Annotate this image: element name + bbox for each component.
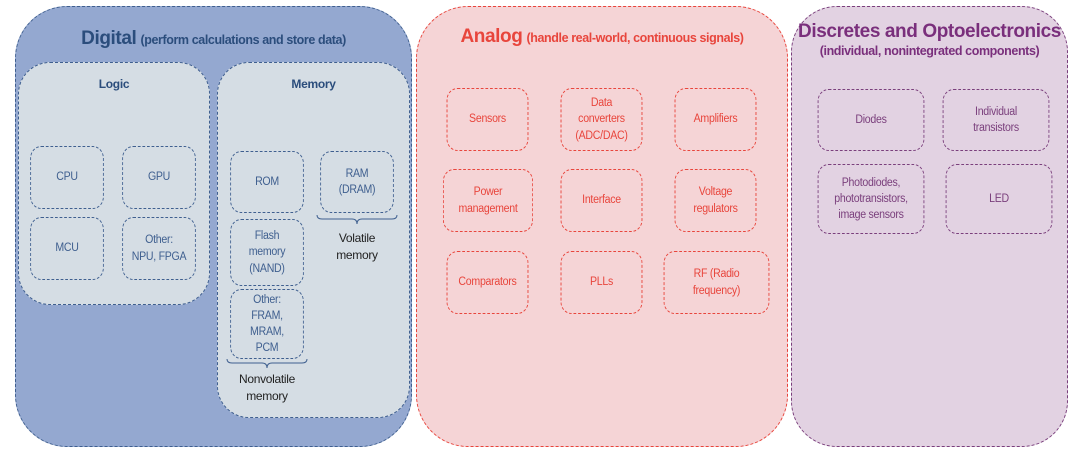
- discretes-panel: [791, 6, 1068, 447]
- logic-item-other: Other: NPU, FPGA: [122, 217, 196, 280]
- digital-title-main: Digital: [81, 28, 137, 49]
- analog-item-power-management: Power management: [442, 169, 534, 232]
- analog-item-plls: PLLs: [560, 251, 643, 314]
- memory-item-rom: ROM: [230, 151, 304, 213]
- analog-panel: [416, 6, 788, 447]
- discretes-title-main: Discretes and Optoelectronics: [798, 21, 1061, 42]
- logic-item-gpu: GPU: [122, 146, 196, 209]
- analog-item-rf: RF (Radio frequency): [663, 251, 770, 314]
- analog-item-comparators: Comparators: [446, 251, 529, 314]
- analog-item-interface: Interface: [560, 169, 643, 232]
- memory-item-other: Other: FRAM, MRAM, PCM: [230, 289, 304, 359]
- discretes-item-photodiodes: Photodiodes, phototransistors, image sen…: [817, 164, 925, 234]
- discretes-item-led: LED: [945, 164, 1053, 234]
- analog-title-sub: (handle real-world, continuous signals): [526, 31, 744, 45]
- nonvolatile-brace-icon: [226, 358, 308, 369]
- discretes-title: Discretes and Optoelectronics (individua…: [791, 20, 1068, 59]
- logic-title: Logic: [98, 77, 130, 91]
- memory-item-ram: RAM (DRAM): [320, 151, 394, 213]
- volatile-brace-icon: [316, 214, 398, 225]
- logic-item-cpu: CPU: [30, 146, 104, 209]
- memory-item-flash: Flash memory (NAND): [230, 219, 304, 286]
- digital-title: Digital (perform calculations and store …: [15, 28, 412, 50]
- discretes-item-diodes: Diodes: [817, 89, 925, 151]
- analog-title: Analog (handle real-world, continuous si…: [416, 26, 788, 48]
- discretes-title-sub: (individual, nonintegrated components): [819, 43, 1040, 58]
- memory-title: Memory: [291, 77, 336, 91]
- digital-title-sub: (perform calculations and store data): [140, 33, 346, 47]
- analog-title-main: Analog: [460, 26, 523, 47]
- nonvolatile-memory-label: Nonvolatile memory: [238, 372, 296, 403]
- logic-group: [18, 62, 210, 305]
- logic-item-mcu: MCU: [30, 217, 104, 280]
- volatile-memory-label: Volatile memory: [336, 231, 378, 262]
- discretes-item-transistors: Individual transistors: [942, 89, 1050, 151]
- analog-item-voltage-regulators: Voltage regulators: [674, 169, 757, 232]
- analog-item-sensors: Sensors: [446, 88, 529, 151]
- analog-item-amplifiers: Amplifiers: [674, 88, 757, 151]
- analog-item-data-converters: Data converters (ADC/DAC): [560, 88, 643, 151]
